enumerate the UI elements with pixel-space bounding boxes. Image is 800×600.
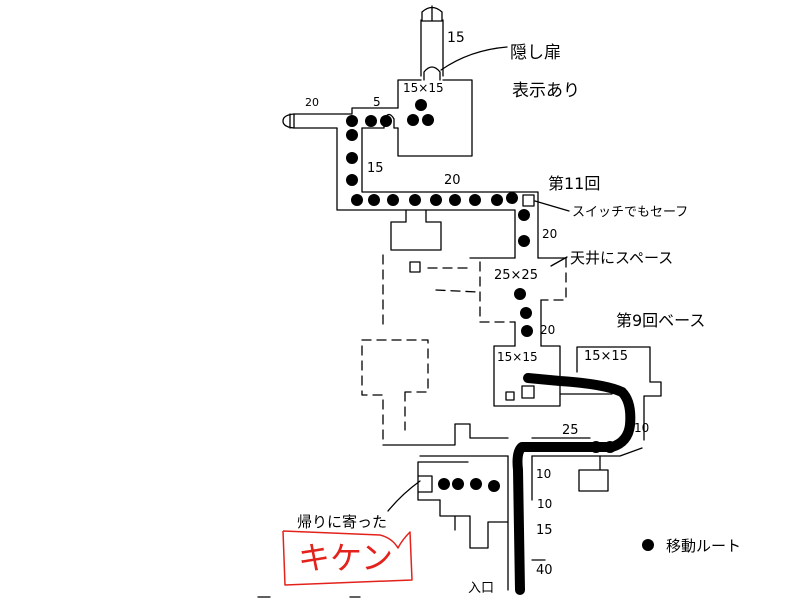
base-right-room-size: 15×15	[584, 349, 628, 364]
hidden-door-label: 隠し扉	[510, 43, 561, 63]
route-dot	[491, 194, 503, 206]
tower	[420, 5, 508, 81]
switch-drop-length: 20	[542, 227, 557, 241]
middle-room-size: 25×25	[494, 268, 538, 283]
route-dot	[430, 194, 442, 206]
west-corridor-cap	[282, 113, 295, 129]
switch-callout	[534, 200, 570, 212]
route-dot	[604, 441, 616, 453]
hidden-door-note: 表示あり	[512, 81, 580, 101]
legend-label: 移動ルート	[666, 537, 741, 555]
map-labels: 15 隠し扉 表示あり 15×15 20 5 15 20 第11回 スイッチでも…	[297, 30, 705, 596]
legend: 移動ルート	[642, 537, 741, 555]
route-dot	[346, 115, 358, 127]
route-dot	[387, 194, 399, 206]
route-dot	[469, 194, 481, 206]
ceiling-note: 天井にスペース	[570, 249, 673, 267]
entrance-label: 入口	[468, 581, 494, 596]
route-dots	[346, 99, 616, 492]
switch-note: スイッチでもセーフ	[572, 205, 688, 220]
lower-drop-length: 20	[540, 323, 555, 337]
route-dot	[368, 194, 380, 206]
danger-box	[282, 530, 413, 586]
entry-d-length: 40	[536, 563, 553, 578]
route-dot	[590, 441, 602, 453]
route-dot	[514, 288, 526, 300]
upper-hall-wall	[336, 127, 539, 259]
route-dot	[407, 114, 419, 126]
route-dot	[365, 115, 377, 127]
west-corridor-wall	[293, 107, 399, 129]
route-dot	[518, 209, 530, 221]
route-dot	[351, 194, 363, 206]
base-left-door	[505, 391, 515, 401]
route-dot	[470, 478, 482, 490]
base-loop-length: 10	[634, 421, 649, 435]
detour-note: 帰りに寄った	[297, 513, 387, 531]
route-dot	[415, 99, 427, 111]
west-step-length: 5	[373, 95, 381, 109]
danger-label: キケン	[298, 539, 393, 577]
route-dot	[488, 480, 500, 492]
route-dot	[346, 129, 358, 141]
upper-hall-length: 20	[444, 173, 461, 188]
route-dot	[409, 194, 421, 206]
route-dot	[449, 194, 461, 206]
lower-drop-wall	[514, 299, 542, 347]
route-dot	[506, 192, 518, 204]
hidden-door-arch	[423, 66, 441, 81]
route-dot	[346, 174, 358, 186]
top-room-size: 15×15	[403, 81, 444, 95]
entry-c-length: 15	[536, 523, 553, 538]
route-dot	[452, 478, 464, 490]
base-right-room-wall	[559, 346, 662, 441]
lower-right-room-wall	[578, 455, 609, 492]
route-dot	[520, 307, 532, 319]
entry-a-length: 10	[536, 467, 551, 481]
ceiling-callout	[550, 256, 568, 267]
base-left-room-size: 15×15	[497, 350, 538, 364]
route-dot	[518, 235, 530, 247]
route-dot	[438, 478, 450, 490]
hidden-door-callout	[440, 46, 508, 71]
top-room-wall	[397, 79, 473, 157]
detour-callout	[387, 480, 421, 512]
entry-b-length: 10	[537, 497, 552, 511]
west-dashed-walls	[361, 254, 479, 446]
floor-11-note: 第11回	[548, 174, 600, 193]
route-dot-icon	[642, 539, 654, 551]
route-dot	[422, 114, 434, 126]
base-link-length: 25	[562, 423, 579, 438]
tower-height-label: 15	[447, 30, 465, 46]
route-line	[512, 373, 636, 595]
base-left-stair	[521, 385, 535, 399]
lower-hall-wall	[382, 423, 643, 457]
base-left-room-wall	[493, 345, 561, 407]
route-dot	[380, 115, 392, 127]
tower-wall	[420, 19, 444, 77]
switch-marker	[522, 194, 535, 207]
west-corridor-length: 20	[305, 96, 319, 109]
entry-corridor-wall	[439, 455, 546, 591]
floor-9-note: 第9回ベース	[616, 311, 705, 330]
route-dot	[346, 152, 358, 164]
detour-room-wall	[417, 461, 469, 501]
side-room-wall	[390, 209, 442, 251]
west-corridor	[282, 107, 399, 129]
north-drop-length: 15	[367, 161, 384, 176]
middle-room-dashed	[479, 257, 567, 323]
tower-cap	[421, 5, 443, 22]
side-room-niche	[409, 261, 421, 273]
route-dot	[521, 325, 533, 337]
